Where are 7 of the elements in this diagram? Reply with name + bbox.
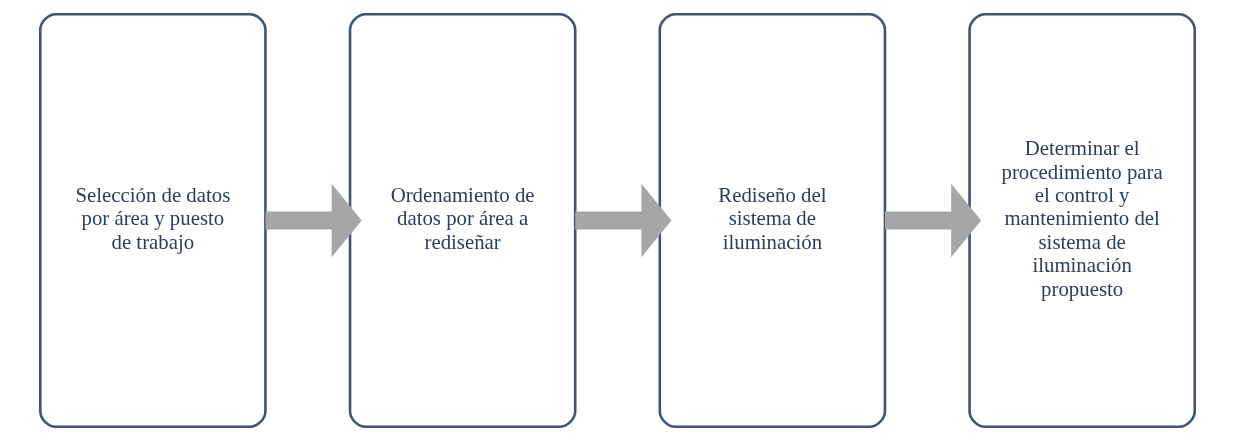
arrow bbox=[885, 183, 982, 257]
arrow bbox=[575, 183, 672, 257]
node-box: Selección de datos por área y puesto de trabajo bbox=[38, 12, 267, 428]
arrow bbox=[265, 183, 362, 257]
node-box: Determinar el procedimiento para el control y mantenimiento del sistema de iluminación propuesto bbox=[968, 12, 1197, 428]
node-box: Ordenamiento de datos por área a rediseñar bbox=[348, 12, 577, 428]
node-box: Rediseño del sistema de iluminación bbox=[658, 12, 887, 428]
